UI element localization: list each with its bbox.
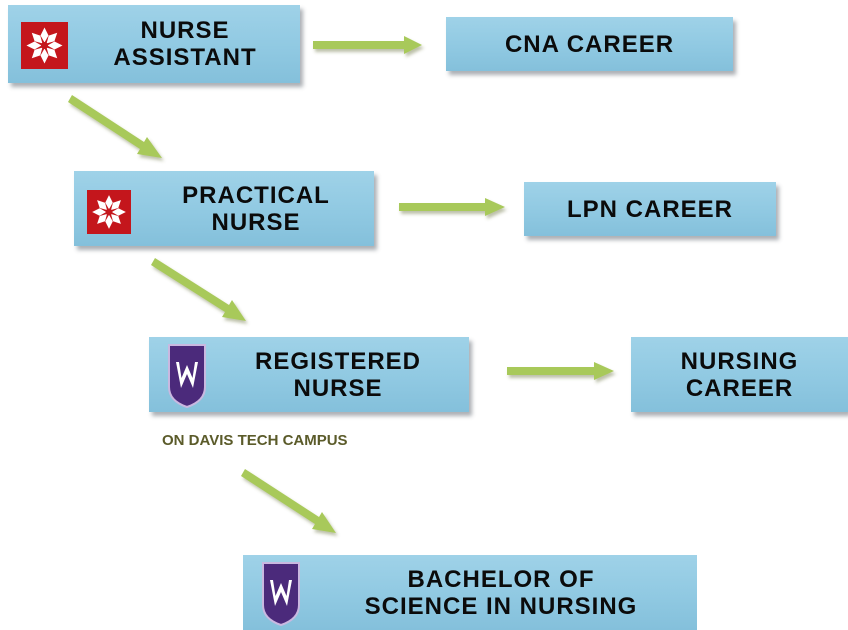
weber-state-logo-icon [168, 344, 206, 409]
nursing-career-line1: NURSING [680, 347, 799, 375]
lpn-career-label: LPN CAREER [566, 195, 733, 223]
practical-nurse-box: PRACTICAL NURSE [74, 171, 374, 246]
lpn-career-box: LPN CAREER [524, 182, 776, 236]
bachelor-line2: SCIENCE IN NURSING [364, 592, 638, 620]
registered-nurse-line1: REGISTERED [254, 347, 422, 375]
nurse-assistant-box: NURSE ASSISTANT [8, 5, 300, 83]
cna-career-box: CNA CAREER [446, 17, 733, 71]
registered-nurse-box: REGISTERED NURSE [149, 337, 469, 412]
nursing-career-line2: CAREER [685, 374, 794, 402]
campus-caption: ON DAVIS TECH CAMPUS [162, 432, 348, 449]
bachelor-box: BACHELOR OF SCIENCE IN NURSING [243, 555, 697, 630]
nursing-career-box: NURSING CAREER [631, 337, 848, 412]
registered-nurse-line2: NURSE [293, 374, 383, 402]
davis-tech-logo-icon [87, 190, 131, 234]
davis-tech-logo-icon [21, 22, 68, 69]
nurse-assistant-line1: NURSE [140, 17, 230, 44]
weber-state-logo-icon [262, 562, 300, 627]
cna-career-label: CNA CAREER [504, 30, 675, 58]
nurse-assistant-line2: ASSISTANT [113, 44, 257, 71]
practical-nurse-line2: NURSE [211, 208, 301, 236]
bachelor-line1: BACHELOR OF [407, 565, 595, 593]
practical-nurse-line1: PRACTICAL [182, 181, 330, 209]
